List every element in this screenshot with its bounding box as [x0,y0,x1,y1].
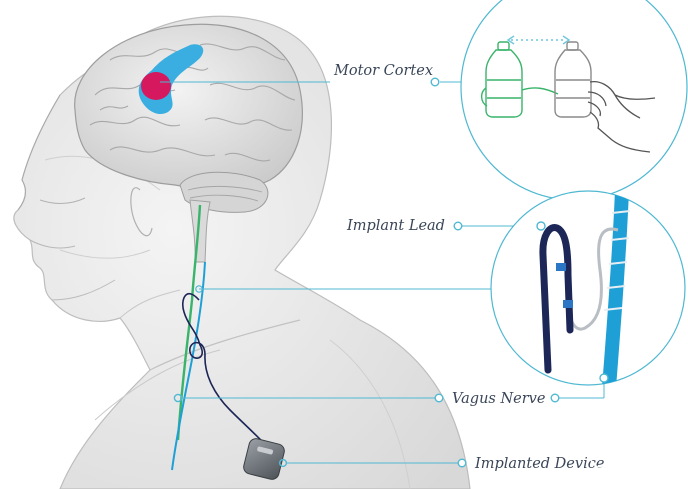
vagus-nerve-label-marker [434,393,444,403]
vagus-nerve-marker [173,393,183,403]
hand-icon [587,80,656,153]
vagus-nerve-closeup [601,191,629,385]
wechat-icon [590,448,610,468]
implant-lead-closeup [539,224,574,374]
motor-cortex-highlight [141,72,171,100]
motor-cortex-marker [430,77,440,87]
inset-motor-cortex [460,0,688,201]
inset-implant-lead [490,190,686,386]
label-implanted-device: Implanted Device [474,456,604,472]
watermark: MedTF [590,448,657,468]
implanted-device-marker [457,458,467,468]
implanted-device [243,438,288,480]
brain [74,23,303,263]
vagus-nerve-line [171,261,206,471]
label-motor-cortex: Motor Cortex [333,63,433,79]
label-vagus-nerve: Vagus Nerve [452,391,545,407]
green-nerve [176,204,202,441]
implant-lead-line [182,293,276,456]
label-implant-lead: Implant Lead [346,218,445,234]
bottle-icon [554,41,592,118]
watermark-text: MedTF [613,451,657,467]
implant-lead-marker [453,221,463,231]
